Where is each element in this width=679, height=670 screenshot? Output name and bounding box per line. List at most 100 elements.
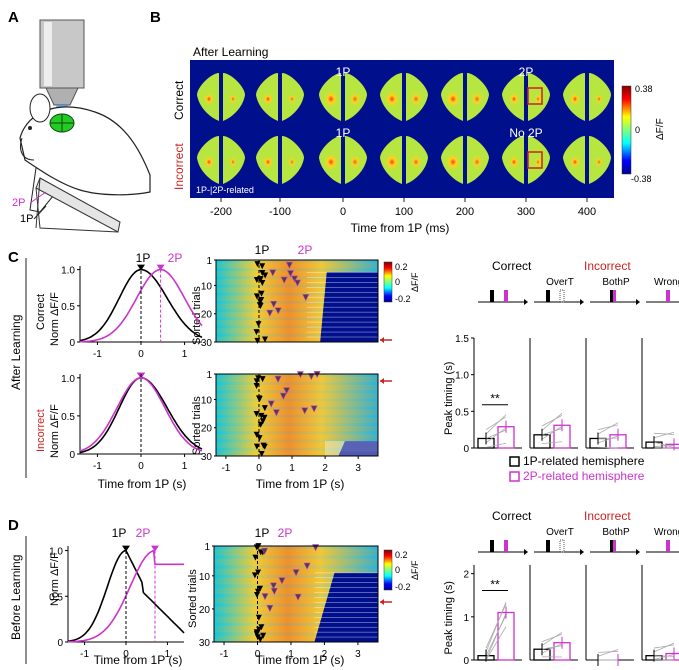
trial-band (216, 290, 378, 293)
heat-x-tick-label: -1 (220, 649, 229, 660)
paired-line (653, 655, 675, 657)
trial-band (216, 295, 378, 299)
row-label-correct: Correct (172, 80, 186, 120)
trial-peak-marker (253, 411, 260, 418)
section-after-learning: After Learning (9, 315, 23, 390)
paired-line (541, 631, 563, 646)
trace-ylabel-incorrect: Norm ΔF/F (49, 404, 61, 458)
trial-band (216, 309, 378, 312)
trial-peak-marker (283, 387, 291, 395)
heat-x-tick-label: 0 (256, 463, 262, 474)
imaging-grid: After Learning Correct Incorrect 1P 2P 1… (172, 45, 666, 235)
mouse-illustration: 2P 1P (12, 19, 151, 233)
icon-pulse-2p (613, 540, 616, 552)
trial-peak-marker (294, 279, 301, 287)
brain-row-correct (197, 73, 611, 121)
icon-arrowhead (524, 299, 528, 305)
trial-peak-marker (278, 577, 286, 585)
trial-peak-marker (252, 554, 259, 561)
trial-peak-marker (256, 302, 263, 309)
activity-spot (595, 94, 603, 104)
trace-x-tick-label: 0 (123, 649, 129, 660)
trace-y-tick-label: 1.0 (61, 266, 75, 277)
time-tick-label: 200 (456, 206, 474, 218)
heatmap-frame (213, 545, 379, 643)
activity-spot (288, 157, 296, 167)
peak-marker (156, 264, 165, 271)
trial-peak-marker (253, 378, 260, 385)
trace-x-tick-label: -1 (80, 649, 89, 660)
trace-x-tick-label: 1 (182, 461, 188, 472)
heat-colorbar (383, 549, 393, 591)
trial-peak-marker (266, 605, 274, 612)
trial-band (216, 306, 378, 310)
activity-spot (204, 156, 214, 168)
time-tick-label: -100 (269, 206, 291, 218)
icon-pulse-1p (610, 290, 613, 302)
trial-band (216, 262, 378, 266)
activity-spot (509, 93, 519, 105)
trace-x-tick-label: 0 (138, 461, 144, 472)
paired-line (597, 446, 619, 449)
trial-band (214, 574, 378, 578)
trial-peak-marker (292, 569, 300, 577)
trial-band (216, 445, 378, 448)
icon-arrowhead (580, 549, 584, 555)
trial-band (216, 311, 378, 315)
heat-cbar-max: 0.2 (395, 262, 408, 272)
heat-y-tick-label: 30 (201, 338, 213, 349)
paired-line (541, 412, 563, 431)
cbar-mid: 0 (635, 125, 640, 135)
trace-y-tick-label: 0.5 (61, 302, 75, 313)
legend-swatch-2p (509, 471, 520, 482)
subcond-label: BothP (602, 277, 630, 288)
trial-band (216, 376, 378, 380)
heat-colorbar (383, 261, 393, 303)
trial-band (214, 558, 378, 562)
trial-band (216, 401, 378, 405)
pointer-1p (33, 205, 47, 220)
trial-band (214, 584, 378, 588)
paired-line (597, 649, 619, 657)
heat-x-tick-label: 0 (255, 649, 261, 660)
trace-xlabel-c: Time from 1P (s) (98, 477, 187, 491)
subcond-label: WrongP (654, 527, 679, 538)
trial-band (216, 328, 378, 332)
legend-label-2p: 2P-related hemisphere (523, 469, 645, 483)
trial-peak-marker (257, 276, 264, 283)
trial-peak-marker (261, 414, 268, 421)
trial-band (214, 552, 378, 556)
activity-spot (471, 92, 483, 106)
icon-pulse-2p (504, 540, 508, 552)
trial-band (216, 434, 378, 437)
time-tick-label: 400 (578, 206, 596, 218)
trial-band (214, 622, 378, 626)
bar-y-tick-label: 1 (463, 613, 469, 624)
trial-band (216, 417, 378, 421)
icon-pulse-2p (666, 290, 670, 302)
trial-band (216, 331, 378, 334)
trial-band (216, 395, 378, 399)
heat-x-tick-label: 1 (289, 463, 295, 474)
icon-pulse-1p (546, 290, 550, 302)
trace-y-tick-label: 0 (69, 338, 75, 349)
trial-band (216, 409, 378, 413)
activity-spot (595, 157, 603, 167)
activity-spot (385, 154, 399, 170)
icon-arrowhead (636, 549, 640, 555)
heatmap-frame (215, 373, 379, 457)
trial-band (216, 333, 378, 337)
cbar-label: ΔF/F (655, 118, 666, 140)
platform-post (35, 177, 41, 229)
trial-band (214, 581, 378, 585)
trial-peak-marker (310, 405, 318, 413)
subcond-label: BothP (602, 527, 630, 538)
trial-band (216, 423, 378, 426)
paired-line (541, 415, 563, 427)
activity-spot (410, 92, 422, 106)
heatmap-frame (215, 259, 379, 343)
trial-peak-marker (257, 585, 264, 592)
heat-y-tick-label: 10 (201, 281, 213, 292)
